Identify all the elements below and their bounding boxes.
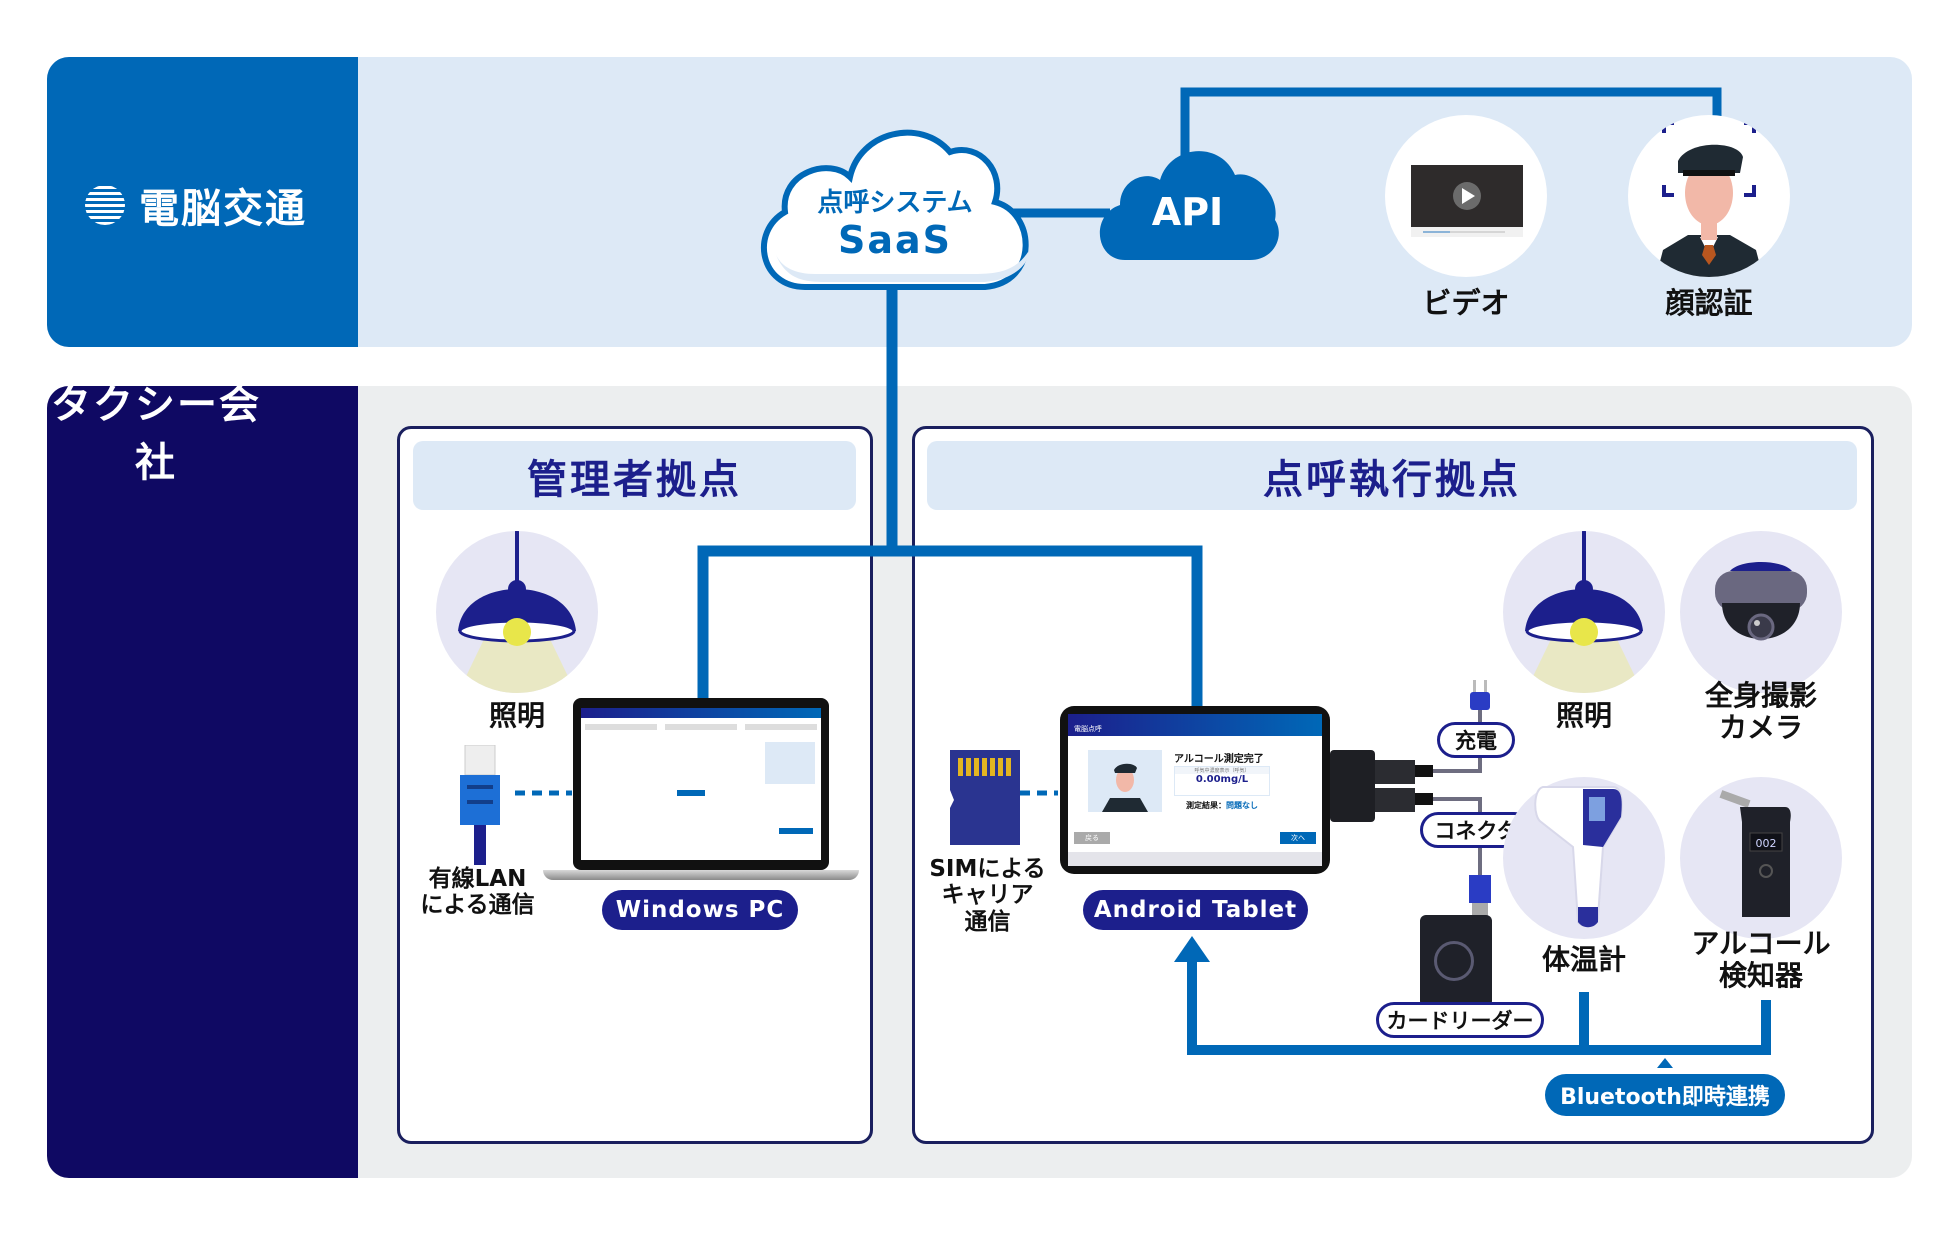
usb-adapter-icon: [1330, 680, 1491, 917]
charge-tag: 充電: [1437, 722, 1515, 758]
bluetooth-sync-label: Bluetooth即時連携: [1545, 1074, 1785, 1116]
tablet-reading-box: 呼気中濃度表示（呼気） 0.00mg/L: [1174, 766, 1270, 796]
api-cloud[interactable]: [1090, 140, 1285, 265]
sunburst-logo-icon: [85, 185, 125, 225]
pc-confirm-button[interactable]: [779, 828, 813, 834]
alcohol-label-line1: アルコール: [1691, 927, 1831, 960]
thermometer-circle: [1503, 777, 1665, 939]
company-section-label: タクシー会社: [51, 382, 261, 486]
logo-text: 電脳交通: [139, 186, 307, 232]
windows-pc-label: Windows PC: [602, 890, 798, 930]
tablet-bezel: 電脳点呼 アルコール測定完了 呼気中濃度表示（呼気） 0.00mg/L 測定結果…: [1060, 706, 1330, 874]
face-recognition-service[interactable]: [1628, 115, 1790, 277]
camera-label-line1: 全身撮影: [1704, 679, 1817, 712]
thermometer-label: 体温計: [1541, 943, 1626, 976]
lan-label: 有線LAN による通信: [415, 866, 540, 919]
sim-label: SIMによる キャリア 通信: [925, 856, 1050, 935]
lan-label-line2: による通信: [420, 892, 535, 919]
laptop-screen-bezel: [573, 698, 829, 870]
admin-lamp-circle: [436, 531, 598, 693]
tablet-screen: 電脳点呼 アルコール測定完了 呼気中濃度表示（呼気） 0.00mg/L 測定結果…: [1068, 714, 1322, 866]
tablet-app-header: 電脳点呼: [1068, 714, 1322, 736]
tablet-heading: アルコール測定完了: [1174, 754, 1264, 765]
rollcall-lighting-label: 照明: [1555, 699, 1612, 732]
tablet-result-value: 問題なし: [1226, 801, 1258, 810]
lan-cable-icon: [460, 745, 500, 865]
video-label: ビデオ: [1422, 286, 1510, 320]
saas-cloud[interactable]: [745, 112, 1045, 302]
arrow-up-icon: [1174, 936, 1210, 962]
sim-label-line3: 通信: [964, 908, 1011, 935]
face-recognition-label: 顔認証: [1665, 286, 1753, 320]
tablet-back-button[interactable]: 戻る: [1074, 832, 1110, 844]
rollcall-site-title: 点呼執行拠点: [1263, 456, 1521, 503]
line-to-pc: [697, 545, 1203, 712]
company-logo: 電脳交通: [85, 175, 307, 235]
power-plug-icon: [1470, 692, 1490, 710]
tablet-result-label: 測定結果：: [1186, 801, 1226, 810]
tablet-nav-bar: [1068, 852, 1322, 866]
card-reader: [1420, 915, 1492, 1007]
alcohol-detector-label: アルコール 検知器: [1670, 927, 1852, 993]
sim-card-icon: [950, 750, 1020, 845]
card-reader-tag: カードリーダー: [1376, 1002, 1544, 1038]
lamp-icon: [458, 531, 576, 693]
tablet-result: 測定結果：問題なし: [1186, 800, 1258, 811]
laptop-base: [543, 870, 859, 880]
camera-circle: [1680, 531, 1842, 693]
api-label: API: [1151, 190, 1224, 234]
saas-subtitle: SaaS: [837, 218, 953, 262]
thermometer-icon: [1534, 786, 1623, 928]
camera-label: 全身撮影 カメラ: [1680, 679, 1842, 745]
pc-app-header: [581, 708, 821, 718]
camera-label-line2: カメラ: [1718, 711, 1803, 745]
admin-site-header: 管理者拠点: [413, 441, 856, 510]
bluetooth-line: [1187, 960, 1771, 1055]
breathalyzer-icon: 002: [1719, 790, 1791, 917]
nfc-ring-icon: [1434, 941, 1474, 981]
sim-label-line1: SIMによる: [929, 856, 1046, 882]
android-tablet-label: Android Tablet: [1083, 890, 1308, 930]
sim-label-line2: キャリア: [941, 882, 1034, 909]
company-panel: [47, 386, 358, 1178]
rollcall-lamp-circle: [1503, 531, 1665, 693]
alcohol-label-line2: 検知器: [1718, 959, 1803, 993]
api-to-face-line: [1180, 87, 1722, 180]
tablet-driver-photo: [1088, 750, 1162, 812]
pc-app-screen: [581, 708, 821, 860]
lamp-icon: [1525, 531, 1643, 693]
tablet-reading-caption: 呼気中濃度表示（呼気）: [1175, 767, 1269, 774]
pc-driver-photo: [765, 742, 815, 784]
breathalyzer-display: 002: [1756, 837, 1777, 850]
video-service[interactable]: [1385, 115, 1547, 277]
saas-title: 点呼システム: [817, 188, 973, 218]
rollcall-site-header: 点呼執行拠点: [927, 441, 1857, 510]
tablet-next-button[interactable]: 次へ: [1280, 832, 1316, 844]
breathalyzer-circle: 002: [1680, 777, 1842, 939]
video-player-icon: [1411, 165, 1523, 237]
admin-lighting-label: 照明: [488, 699, 545, 732]
tablet-reading-value: 0.00mg/L: [1195, 774, 1249, 785]
dome-camera-icon: [1715, 562, 1807, 641]
cloud-band: [47, 57, 1912, 347]
pc-action-button[interactable]: [677, 790, 705, 796]
lan-label-line1: 有線LAN: [428, 866, 527, 892]
admin-site-title: 管理者拠点: [527, 456, 742, 503]
